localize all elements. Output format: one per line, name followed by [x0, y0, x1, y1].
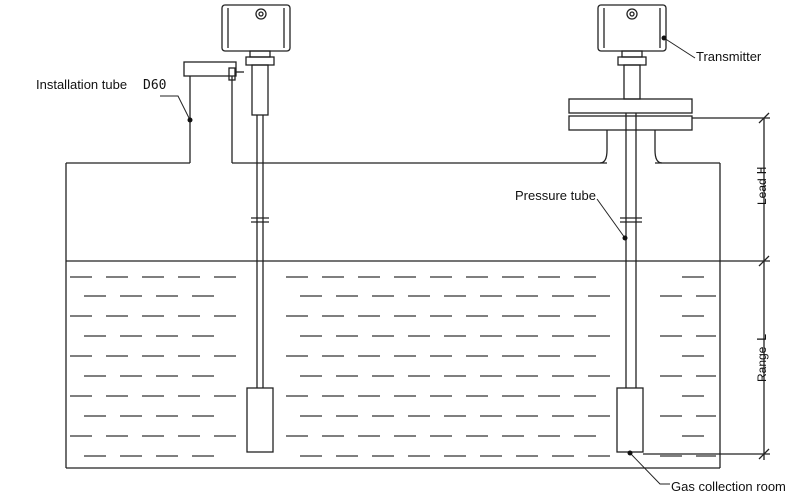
liquid-dashes: [70, 276, 716, 457]
gas-collection-leader: [629, 452, 670, 485]
installation-tube: [183, 61, 244, 163]
transmitter-leader: [663, 37, 696, 59]
lead-symbol: H: [755, 167, 769, 174]
left-probe: [246, 115, 274, 453]
installation-tube-label: Installation tube: [36, 77, 127, 92]
pressure-tube-label: Pressure tube: [515, 188, 596, 203]
pressure-tube-leader: [596, 198, 626, 239]
transmitter-pointer-dot: [661, 35, 667, 41]
installation-tube-size-label: D60: [143, 78, 166, 93]
range-symbol: L: [755, 334, 769, 341]
transmitter-label: Transmitter: [696, 49, 762, 64]
right-transmitter-head: [597, 4, 667, 100]
installation-tube-leader: [160, 95, 191, 121]
right-probe: [616, 113, 644, 453]
range-label: Range: [755, 346, 769, 382]
pressure-tube-pointer-dot: [622, 235, 628, 241]
tank-body: [65, 162, 721, 469]
gas-collection-pointer-dot: [627, 450, 633, 456]
dimension-line: [643, 112, 770, 460]
right-flange: [568, 98, 693, 164]
gas-collection-room-label: Gas collection room: [671, 479, 786, 494]
lead-label: Lead: [755, 178, 769, 205]
left-transmitter-head: [221, 4, 291, 116]
installation-tube-pointer-dot: [187, 117, 193, 123]
